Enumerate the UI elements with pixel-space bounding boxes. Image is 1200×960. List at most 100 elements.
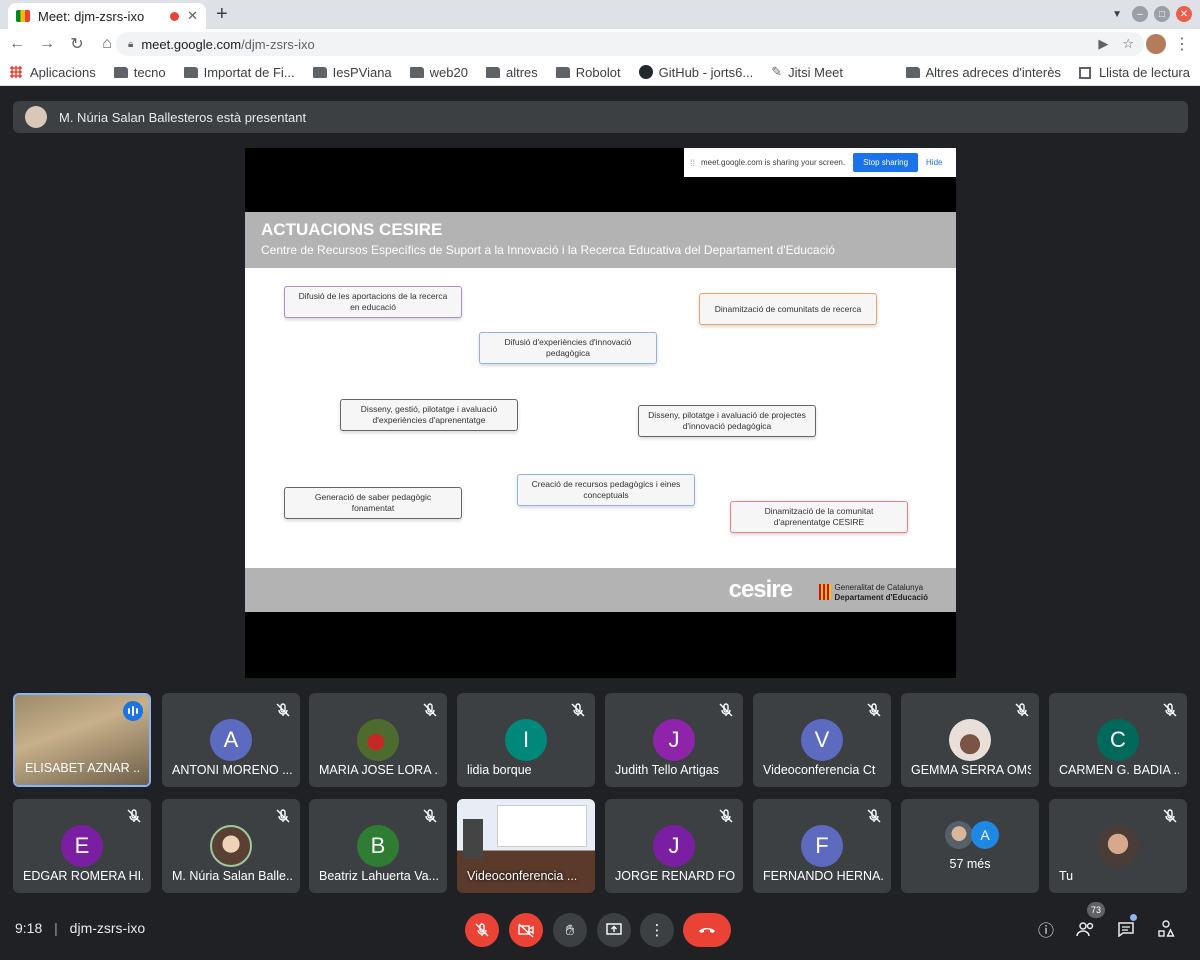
participant-tile[interactable]: ELISABET AZNAR ...: [13, 693, 151, 787]
more-options-button[interactable]: ⋮: [640, 913, 674, 947]
forward-icon[interactable]: →: [39, 35, 55, 52]
participant-tile[interactable]: B Beatriz Lahuerta Va...: [309, 799, 447, 893]
self-avatar: [1097, 825, 1139, 867]
bookmark-folder[interactable]: web20: [409, 65, 468, 80]
participant-name: JORGE RENARD FO...: [615, 869, 735, 883]
back-icon[interactable]: ←: [9, 35, 25, 52]
tab-close-icon[interactable]: ✕: [187, 8, 198, 23]
browser-toolbar: ← → ↻ ⌂ 🔒︎ meet.google.com/djm-zsrs-ixo …: [0, 29, 1200, 59]
browser-tab[interactable]: Meet: djm-zsrs-ixo ✕: [8, 3, 206, 29]
reading-list-icon: [1078, 66, 1091, 79]
presentation-slide: ACTUACIONS CESIRE Centre de Recursos Esp…: [245, 212, 956, 612]
participant-name: CARMEN G. BADIA ...: [1059, 763, 1179, 777]
participant-tile[interactable]: MARIA JOSE LORA ...: [309, 693, 447, 787]
present-button[interactable]: [597, 913, 631, 947]
participant-tile[interactable]: A ANTONI MORENO ...: [162, 693, 300, 787]
github-icon: [638, 65, 653, 79]
participant-tile[interactable]: V Videoconferencia Ct: [753, 693, 891, 787]
chat-icon[interactable]: [1115, 918, 1137, 940]
participant-tile[interactable]: E EDGAR ROMERA HI...: [13, 799, 151, 893]
maximize-icon[interactable]: □: [1154, 6, 1170, 22]
bookmark-folder[interactable]: Robolot: [555, 65, 621, 80]
participant-name: ELISABET AZNAR ...: [25, 761, 141, 775]
participant-tile[interactable]: I lidia borque: [457, 693, 595, 787]
meeting-code: djm-zsrs-ixo: [69, 920, 146, 936]
profile-avatar[interactable]: [1146, 34, 1166, 54]
hand-icon: ✋︎: [565, 921, 575, 939]
minimize-icon[interactable]: –: [1132, 6, 1148, 22]
bookmark-other-folder[interactable]: Altres adreces d'interès: [905, 65, 1061, 80]
activities-icon[interactable]: [1155, 918, 1177, 940]
bookmark-folder[interactable]: altres: [485, 65, 538, 80]
reading-list[interactable]: Llista de lectura: [1078, 65, 1190, 80]
self-tile[interactable]: Tu: [1049, 799, 1187, 893]
participant-tile[interactable]: C CARMEN G. BADIA ...: [1049, 693, 1187, 787]
people-icon[interactable]: [1075, 918, 1097, 940]
bookmark-apps[interactable]: Aplicacions: [10, 65, 96, 80]
camera-toggle-button[interactable]: [509, 913, 543, 947]
participant-name: FERNANDO HERNA...: [763, 869, 883, 883]
others-tile[interactable]: A 57 més: [901, 799, 1039, 893]
tab-search-icon[interactable]: ▼: [1112, 8, 1122, 20]
participant-tile[interactable]: GEMMA SERRA OMS: [901, 693, 1039, 787]
bookmarks-bar: Aplicacions tecno Importat de Fi... IesP…: [0, 59, 1200, 86]
bookmark-star-icon[interactable]: ☆: [1122, 36, 1134, 51]
chat-notification-dot: [1130, 914, 1137, 921]
meeting-details-icon[interactable]: ⓘ: [1037, 923, 1054, 940]
hide-button[interactable]: Hide: [926, 158, 943, 167]
meeting-controls-bar: 9:18 | djm-zsrs-ixo ✋︎ ⋮ ⓘ: [0, 906, 1200, 950]
close-window-icon[interactable]: ✕: [1176, 6, 1192, 22]
mic-off-icon: [1015, 703, 1029, 717]
mic-off-icon: [423, 809, 437, 823]
screen-share-bar: ⁞⁞ meet.google.com is sharing your scree…: [684, 148, 956, 177]
mic-off-icon: [475, 923, 489, 937]
participant-avatar: [945, 821, 973, 849]
folder-icon: [183, 66, 198, 78]
slide-box: Difusió d'experiències d'innovació pedag…: [479, 332, 657, 364]
bookmark-folder[interactable]: IesPViana: [312, 65, 392, 80]
camera-icon[interactable]: ▶︎: [1098, 36, 1109, 51]
participant-tile[interactable]: F FERNANDO HERNA...: [753, 799, 891, 893]
mic-off-icon: [719, 703, 733, 717]
drag-handle-icon[interactable]: ⁞⁞: [690, 157, 696, 168]
slide-box: Disseny, pilotatge i avaluació de projec…: [638, 405, 816, 437]
leave-call-button[interactable]: [683, 913, 731, 947]
reload-icon[interactable]: ↻: [70, 36, 84, 53]
bookmark-jitsi[interactable]: ✎Jitsi Meet: [771, 64, 844, 80]
participant-name: Videoconferencia Ct: [763, 763, 876, 777]
participant-name: Tu: [1059, 869, 1074, 883]
participant-initial: E: [61, 825, 103, 867]
participant-tile[interactable]: Videoconferencia ...: [457, 799, 595, 893]
slide-box: Dinamització de comunitats de recerca: [699, 293, 877, 325]
raise-hand-button[interactable]: ✋︎: [553, 913, 587, 947]
new-tab-button[interactable]: +: [216, 3, 228, 25]
bookmark-github[interactable]: GitHub - jorts6...: [638, 65, 753, 80]
bookmark-folder[interactable]: Importat de Fi...: [183, 65, 295, 80]
participant-tile[interactable]: M. Núria Salan Balle...: [162, 799, 300, 893]
browser-menu-icon[interactable]: ⋮: [1174, 36, 1190, 53]
home-icon[interactable]: ⌂: [102, 35, 112, 52]
bookmark-folder[interactable]: tecno: [113, 65, 166, 80]
participant-tile[interactable]: J Judith Tello Artigas: [605, 693, 743, 787]
generalitat-logo: Generalitat de Catalunya Departament d'E…: [818, 583, 928, 603]
tab-title: Meet: djm-zsrs-ixo: [38, 8, 145, 24]
address-bar[interactable]: 🔒︎ meet.google.com/djm-zsrs-ixo ▶︎ ☆: [116, 32, 1144, 56]
stop-sharing-button[interactable]: Stop sharing: [853, 153, 919, 172]
browser-tabstrip: Meet: djm-zsrs-ixo ✕ + ▼ – □ ✕: [0, 0, 1200, 29]
folder-icon: [409, 66, 424, 78]
participant-video: [457, 799, 595, 893]
cesire-logo: cesire: [728, 576, 793, 603]
meeting-info: 9:18 | djm-zsrs-ixo: [15, 920, 146, 936]
participant-initial: V: [801, 719, 843, 761]
participant-initial: A: [210, 719, 252, 761]
jitsi-icon: ✎: [771, 64, 783, 79]
hang-up-icon: [699, 928, 715, 933]
participant-name: lidia borque: [467, 763, 532, 777]
folder-icon: [555, 66, 570, 78]
mic-toggle-button[interactable]: [465, 913, 499, 947]
folder-icon: [312, 66, 327, 78]
mic-off-icon: [276, 703, 290, 717]
participant-avatar: [949, 719, 991, 761]
participant-tile[interactable]: J JORGE RENARD FO...: [605, 799, 743, 893]
mic-off-icon: [719, 809, 733, 823]
